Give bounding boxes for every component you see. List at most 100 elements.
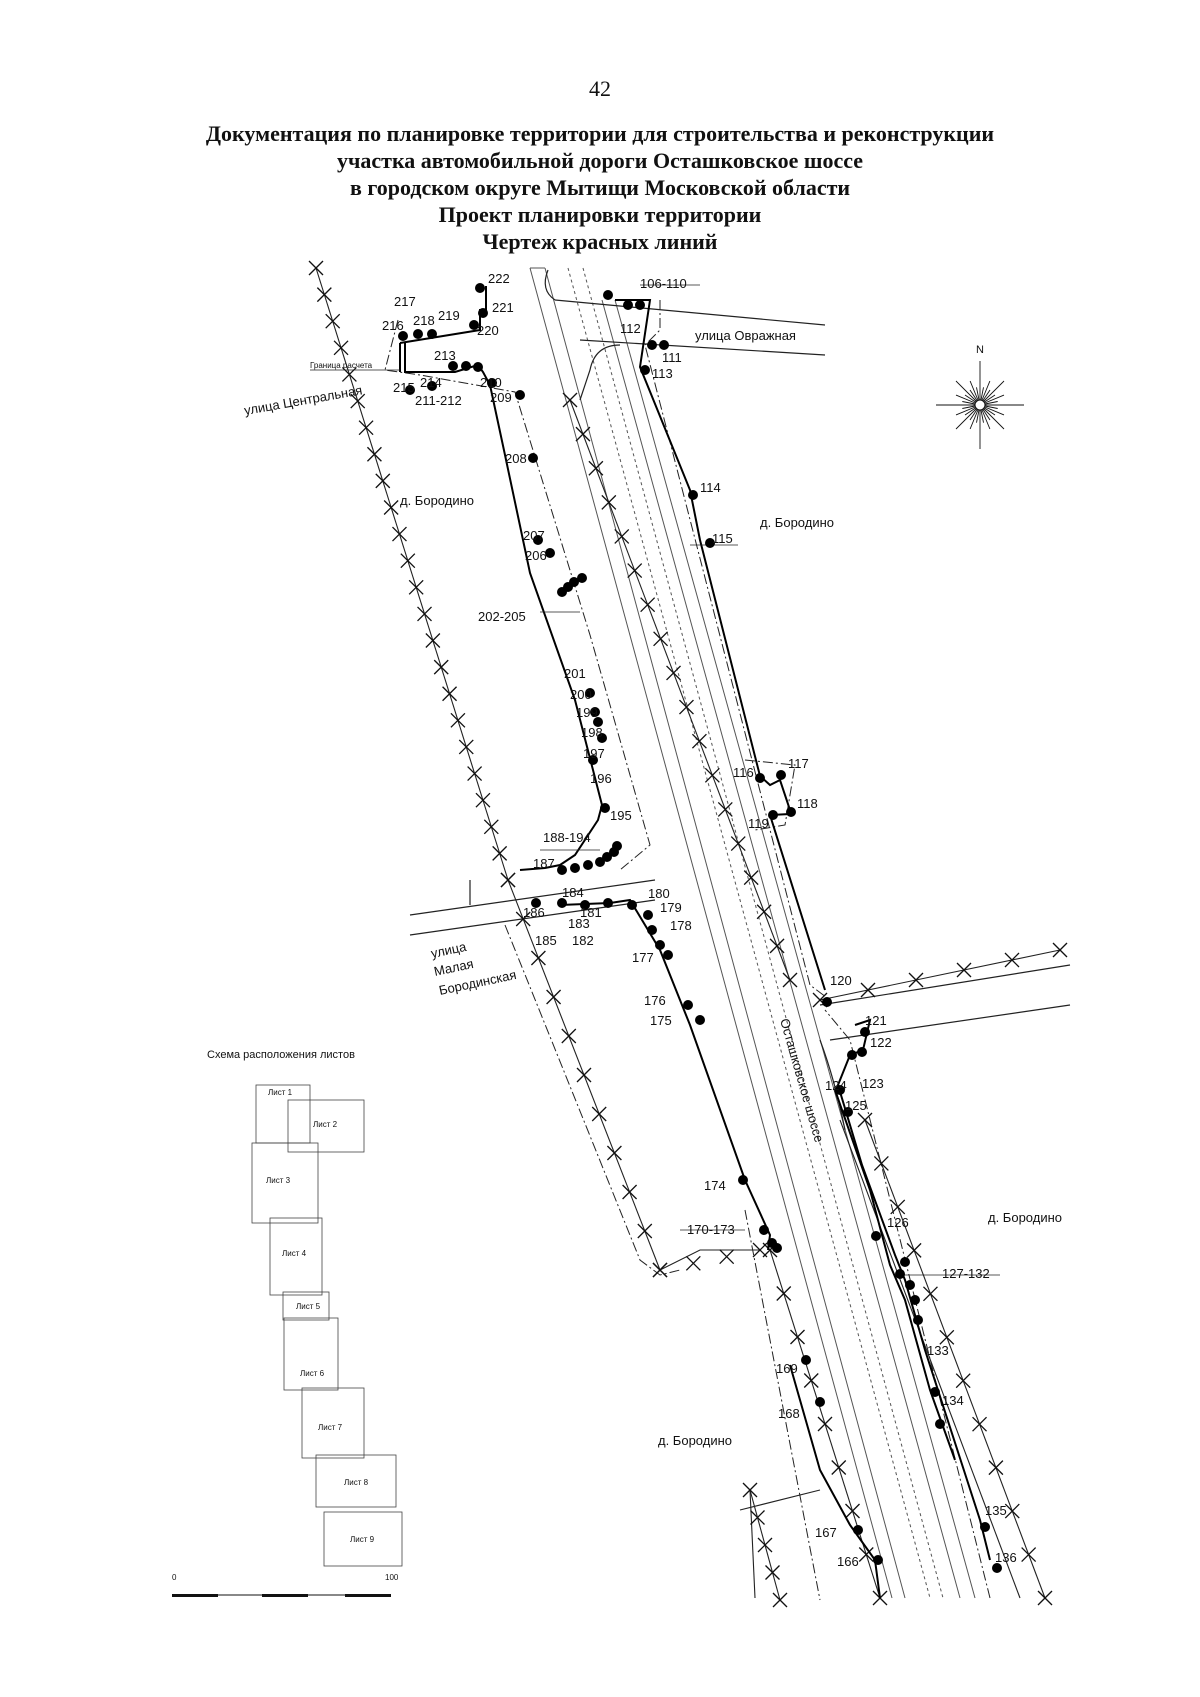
point-label: 118 [797, 796, 818, 811]
road-edge-line [567, 267, 931, 1599]
x-mark [483, 819, 499, 835]
x-mark [1037, 1590, 1053, 1606]
point-label: 170-173 [687, 1222, 735, 1237]
turning-point [577, 573, 587, 583]
x-mark [922, 1286, 938, 1302]
turning-point [405, 385, 415, 395]
project-boundary [384, 300, 991, 1601]
title-line: Документация по планировке территории дл… [205, 121, 995, 146]
point-label: 176 [644, 993, 666, 1008]
sheet-label: Лист 6 [300, 1369, 325, 1378]
red-line-east [615, 299, 826, 991]
compass-ray [955, 380, 981, 406]
x-mark [666, 665, 681, 681]
label-settlement: д. Бородино [760, 515, 834, 530]
x-mark [562, 392, 578, 408]
turning-point [873, 1555, 883, 1565]
turning-point [695, 1015, 705, 1025]
street-ovrazhnaya-edge [579, 339, 826, 356]
turning-point [427, 381, 437, 391]
turning-point [847, 1050, 857, 1060]
point-label: 200 [570, 687, 592, 702]
sheet-rect [323, 1511, 403, 1567]
turning-point [755, 773, 765, 783]
turning-point [448, 361, 458, 371]
turning-point [612, 841, 622, 851]
turning-point [545, 548, 555, 558]
x-mark [817, 1416, 833, 1432]
sheet-label: Лист 1 [268, 1088, 293, 1097]
turning-point [528, 453, 538, 463]
turning-point [580, 900, 590, 910]
point-label: 186 [523, 905, 545, 920]
x-mark [622, 1184, 638, 1200]
point-label: 166 [837, 1554, 859, 1569]
turning-point [913, 1315, 923, 1325]
x-mark [857, 1112, 873, 1128]
x-mark [782, 972, 798, 988]
x-mark [679, 699, 694, 715]
turning-point [683, 1000, 693, 1010]
x-mark [575, 426, 591, 442]
turning-point [705, 538, 715, 548]
turning-point [822, 997, 832, 1007]
point-label: 220 [477, 323, 499, 338]
road-edge-line [529, 267, 893, 1599]
label-boundary: Граница расчета [310, 361, 373, 370]
point-label: 197 [583, 746, 605, 761]
sheet-layout-scheme: Схема расположения листов Лист 1 Лист 2 … [172, 1049, 403, 1597]
point-label: 114 [700, 480, 721, 495]
turning-point [627, 900, 637, 910]
turning-point [590, 707, 600, 717]
red-line-west [404, 343, 604, 871]
street-ovrazhnaya-edge [554, 299, 826, 326]
turning-point [772, 1243, 782, 1253]
point-label: 214 [420, 375, 442, 390]
x-mark [939, 1329, 955, 1345]
turning-points [398, 283, 1002, 1573]
point-label: 135 [985, 1503, 1007, 1518]
x-mark [956, 962, 972, 978]
title-line: Чертеж красных линий [482, 229, 718, 254]
x-mark [742, 1482, 758, 1498]
x-mark [417, 606, 432, 622]
page-number: 42 [589, 76, 611, 101]
x-mark [717, 801, 733, 817]
point-label: 202-205 [478, 609, 526, 624]
turning-point [935, 1419, 945, 1429]
point-label: 117 [788, 756, 809, 771]
x-mark [873, 1155, 889, 1171]
point-label: 217 [394, 294, 416, 309]
boundary-line [644, 300, 831, 1001]
point-label: 106-110 [640, 276, 687, 291]
point-label: 188-194 [543, 830, 591, 845]
x-mark [756, 904, 772, 920]
point-label: 112 [620, 321, 641, 336]
point-label: 121 [865, 1013, 887, 1028]
turning-point [768, 810, 778, 820]
turning-point [776, 770, 786, 780]
x-mark [685, 1255, 701, 1271]
red-lines [399, 286, 991, 1599]
sheet-rect [283, 1317, 339, 1391]
turning-point [663, 950, 673, 960]
x-mark [803, 1373, 819, 1388]
point-label: 221 [492, 300, 514, 315]
x-mark [530, 950, 546, 966]
turning-point [427, 329, 437, 339]
x-mark [591, 1106, 607, 1122]
point-label: 179 [660, 900, 682, 915]
x-mark [408, 579, 424, 595]
point-label: 210 [480, 375, 502, 390]
road-edge-line [582, 267, 944, 1599]
highway-carriageway [529, 267, 976, 1599]
x-mark [366, 446, 382, 462]
label-street-ovrazhnaya: улица Овражная [695, 328, 796, 343]
x-mark [576, 1067, 592, 1083]
x-mark [1052, 942, 1068, 958]
x-mark [772, 1592, 788, 1608]
turning-point [992, 1563, 1002, 1573]
turning-point [759, 1225, 769, 1235]
x-mark [458, 739, 474, 755]
